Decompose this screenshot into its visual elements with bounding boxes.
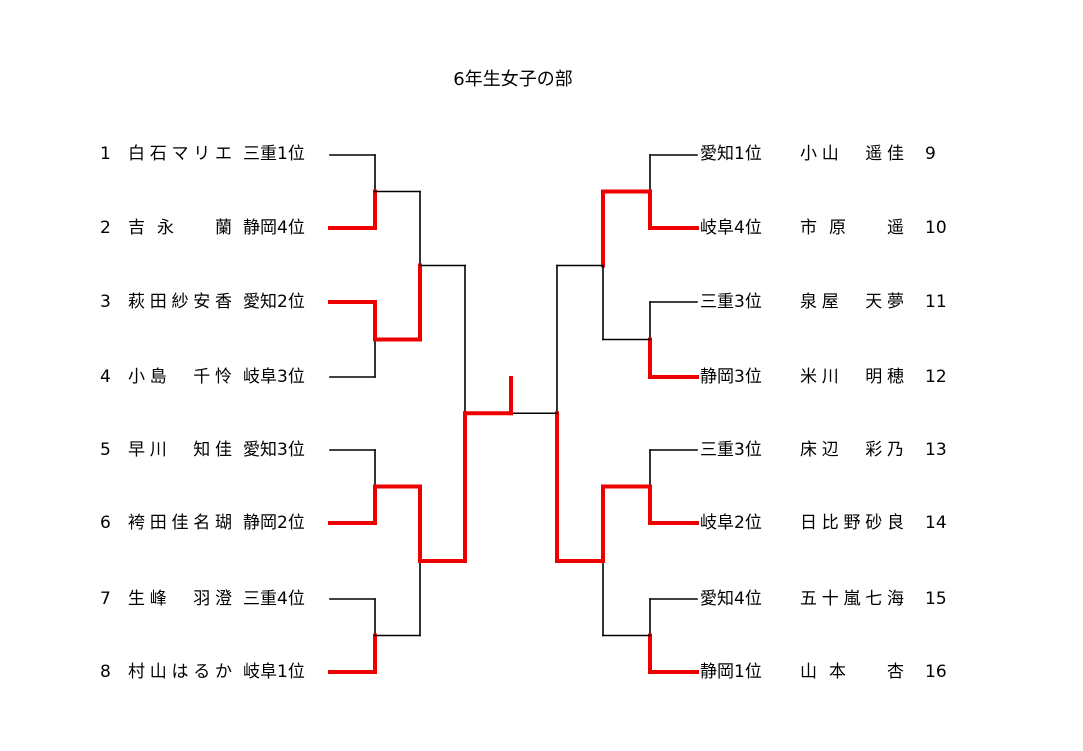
- seed-number: 12: [925, 367, 947, 387]
- player-name: 萩田紗安香: [128, 292, 232, 312]
- player-name: 小山 遥佳: [800, 144, 904, 164]
- entry-3: 3 萩田紗安香 愛知2位: [0, 290, 1083, 314]
- seed-number: 2: [100, 218, 111, 238]
- seed-number: 1: [100, 144, 111, 164]
- seed-number: 7: [100, 589, 111, 609]
- prefecture-rank: 静岡1位: [700, 662, 762, 682]
- player-name: 床辺 彩乃: [800, 440, 904, 460]
- prefecture-rank: 静岡3位: [700, 367, 762, 387]
- seed-number: 11: [925, 292, 947, 312]
- prefecture-rank: 愛知4位: [700, 589, 762, 609]
- prefecture-rank: 静岡2位: [243, 513, 305, 533]
- player-name: 市原 遥: [800, 218, 904, 238]
- prefecture-rank: 岐阜1位: [243, 662, 305, 682]
- seed-number: 6: [100, 513, 111, 533]
- player-name: 五十嵐七海: [800, 589, 904, 609]
- entry-8: 8 村山はるか 岐阜1位: [0, 660, 1083, 684]
- entry-4: 4 小島 千怜 岐阜3位: [0, 365, 1083, 389]
- player-name: 吉永 蘭: [128, 218, 232, 238]
- player-name: 村山はるか: [128, 662, 232, 682]
- entry-11: 三重3位 泉屋 天夢 11: [0, 290, 1083, 314]
- entry-1: 1 白石マリエ 三重1位: [0, 142, 1083, 166]
- prefecture-rank: 三重1位: [243, 144, 305, 164]
- seed-number: 13: [925, 440, 947, 460]
- entry-5: 5 早川 知佳 愛知3位: [0, 438, 1083, 462]
- prefecture-rank: 岐阜2位: [700, 513, 762, 533]
- entry-12: 静岡3位 米川 明穂 12: [0, 365, 1083, 389]
- page-title: 6年生女子の部: [453, 69, 573, 90]
- prefecture-rank: 岐阜3位: [243, 367, 305, 387]
- prefecture-rank: 三重3位: [700, 440, 762, 460]
- seed-number: 5: [100, 440, 111, 460]
- seed-number: 15: [925, 589, 947, 609]
- entry-14: 岐阜2位 日比野砂良 14: [0, 511, 1083, 535]
- seed-number: 3: [100, 292, 111, 312]
- player-name: 日比野砂良: [800, 513, 904, 533]
- prefecture-rank: 三重4位: [243, 589, 305, 609]
- seed-number: 8: [100, 662, 111, 682]
- seed-number: 16: [925, 662, 947, 682]
- entry-13: 三重3位 床辺 彩乃 13: [0, 438, 1083, 462]
- entry-7: 7 生峰 羽澄 三重4位: [0, 587, 1083, 611]
- player-name: 山本 杏: [800, 662, 904, 682]
- player-name: 泉屋 天夢: [800, 292, 904, 312]
- player-name: 袴田佳名瑚: [128, 513, 232, 533]
- prefecture-rank: 愛知2位: [243, 292, 305, 312]
- prefecture-rank: 愛知3位: [243, 440, 305, 460]
- player-name: 小島 千怜: [128, 367, 232, 387]
- entry-16: 静岡1位 山本 杏 16: [0, 660, 1083, 684]
- prefecture-rank: 三重3位: [700, 292, 762, 312]
- entry-9: 愛知1位 小山 遥佳 9: [0, 142, 1083, 166]
- entry-2: 2 吉永 蘭 静岡4位: [0, 216, 1083, 240]
- player-name: 生峰 羽澄: [128, 589, 232, 609]
- entry-6: 6 袴田佳名瑚 静岡2位: [0, 511, 1083, 535]
- seed-number: 4: [100, 367, 111, 387]
- seed-number: 9: [925, 144, 936, 164]
- entry-15: 愛知4位 五十嵐七海 15: [0, 587, 1083, 611]
- player-name: 米川 明穂: [800, 367, 904, 387]
- prefecture-rank: 愛知1位: [700, 144, 762, 164]
- entry-10: 岐阜4位 市原 遥 10: [0, 216, 1083, 240]
- seed-number: 10: [925, 218, 947, 238]
- seed-number: 14: [925, 513, 947, 533]
- prefecture-rank: 静岡4位: [243, 218, 305, 238]
- player-name: 早川 知佳: [128, 440, 232, 460]
- player-name: 白石マリエ: [128, 144, 232, 164]
- prefecture-rank: 岐阜4位: [700, 218, 762, 238]
